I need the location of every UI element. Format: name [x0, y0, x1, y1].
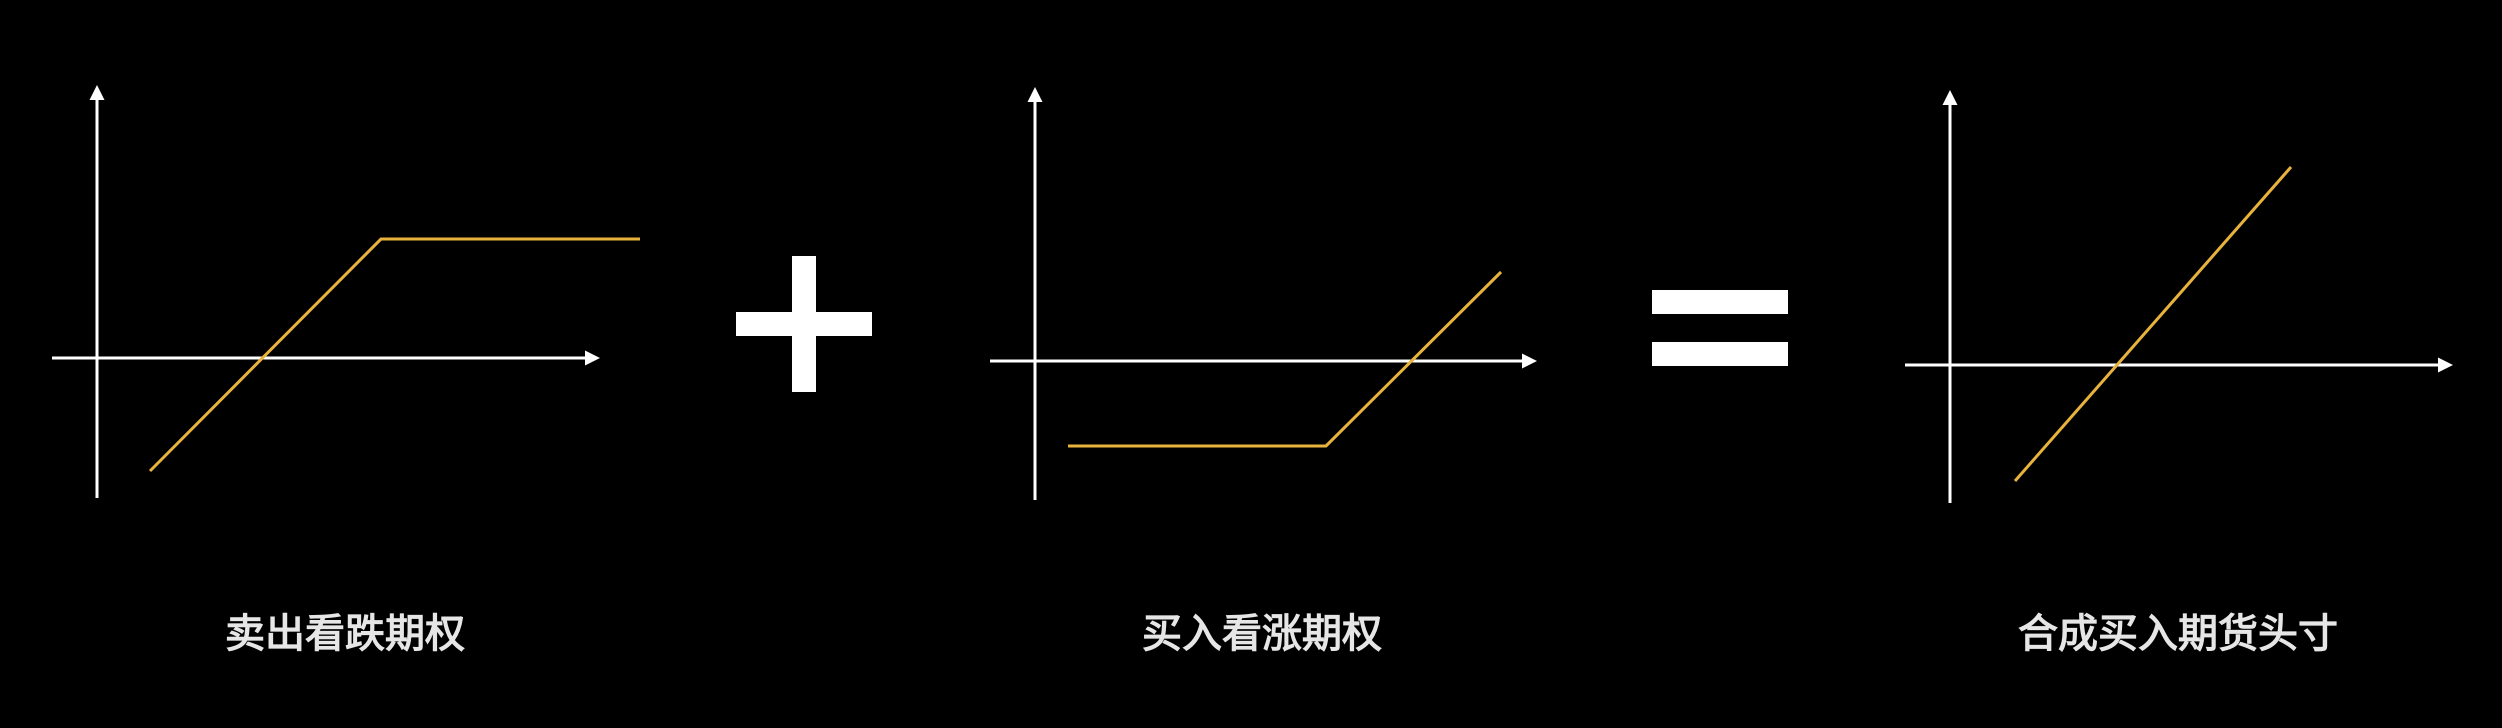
plus-vertical-bar — [792, 256, 816, 392]
caption-synthetic-long-future: 合成买入期货头寸 — [2018, 611, 2338, 657]
panel-synthetic-long-future: 合成买入期货头寸 — [1905, 90, 2453, 657]
caption-long-call: 买入看涨期权 — [1142, 611, 1382, 657]
short-put-payoff-line — [148, 237, 640, 473]
panel-short-put: 卖出看跌期权 — [52, 85, 640, 657]
equals-bottom-bar — [1652, 342, 1788, 366]
equals-operator — [1652, 290, 1788, 366]
long-call-payoff-line — [1068, 270, 1503, 448]
panel-long-call: 买入看涨期权 — [990, 87, 1537, 657]
caption-short-put: 卖出看跌期权 — [225, 611, 465, 657]
equals-top-bar — [1652, 290, 1788, 314]
plus-operator — [736, 256, 872, 392]
synthetic-long-future-payoff-line — [2013, 166, 2293, 482]
